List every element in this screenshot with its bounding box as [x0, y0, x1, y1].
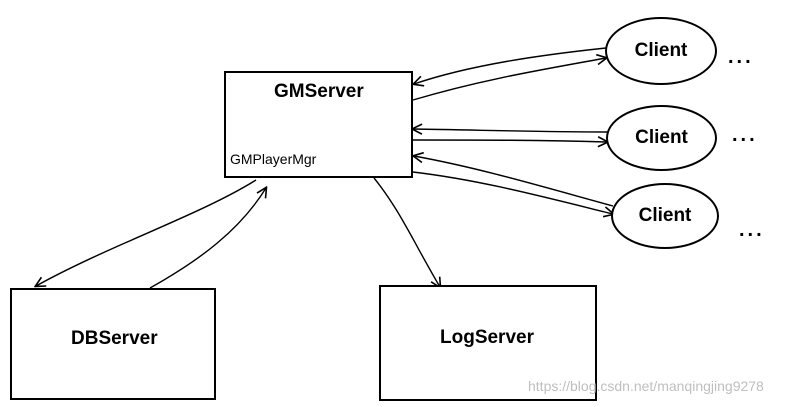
edge-gm-log — [373, 177, 440, 287]
client-label: Client — [638, 205, 692, 226]
client-node: Client — [611, 183, 719, 249]
client-node: Client — [605, 17, 717, 85]
edge-gm-client1-out — [412, 58, 606, 101]
log-server-box: LogServer — [379, 285, 597, 401]
client-ellipsis: ... — [728, 46, 754, 68]
gm-server-title: GMServer — [274, 81, 364, 102]
client-ellipsis: ... — [739, 219, 765, 241]
watermark-text: https://blog.csdn.net/manqingjing9278 — [528, 378, 764, 394]
client-ellipsis: ... — [732, 124, 758, 146]
gm-player-mgr-label: GMPlayerMgr — [230, 151, 317, 167]
edge-gm-client1-in — [414, 47, 607, 84]
log-server-title: LogServer — [440, 327, 534, 348]
edge-db-gm-up — [149, 188, 266, 289]
client-label: Client — [635, 127, 688, 148]
edge-gm-client2-in — [413, 129, 608, 132]
edge-gm-db-down — [36, 179, 257, 286]
db-server-box: DBServer — [10, 288, 216, 400]
edge-gm-client2-out — [412, 140, 607, 142]
db-server-title: DBServer — [71, 328, 158, 349]
client-node: Client — [606, 105, 717, 171]
edge-gm-client3-in — [414, 156, 614, 207]
client-label: Client — [634, 40, 688, 61]
edge-gm-client3-out — [412, 171, 613, 214]
gm-server-box: GMServer GMPlayerMgr — [224, 71, 413, 178]
